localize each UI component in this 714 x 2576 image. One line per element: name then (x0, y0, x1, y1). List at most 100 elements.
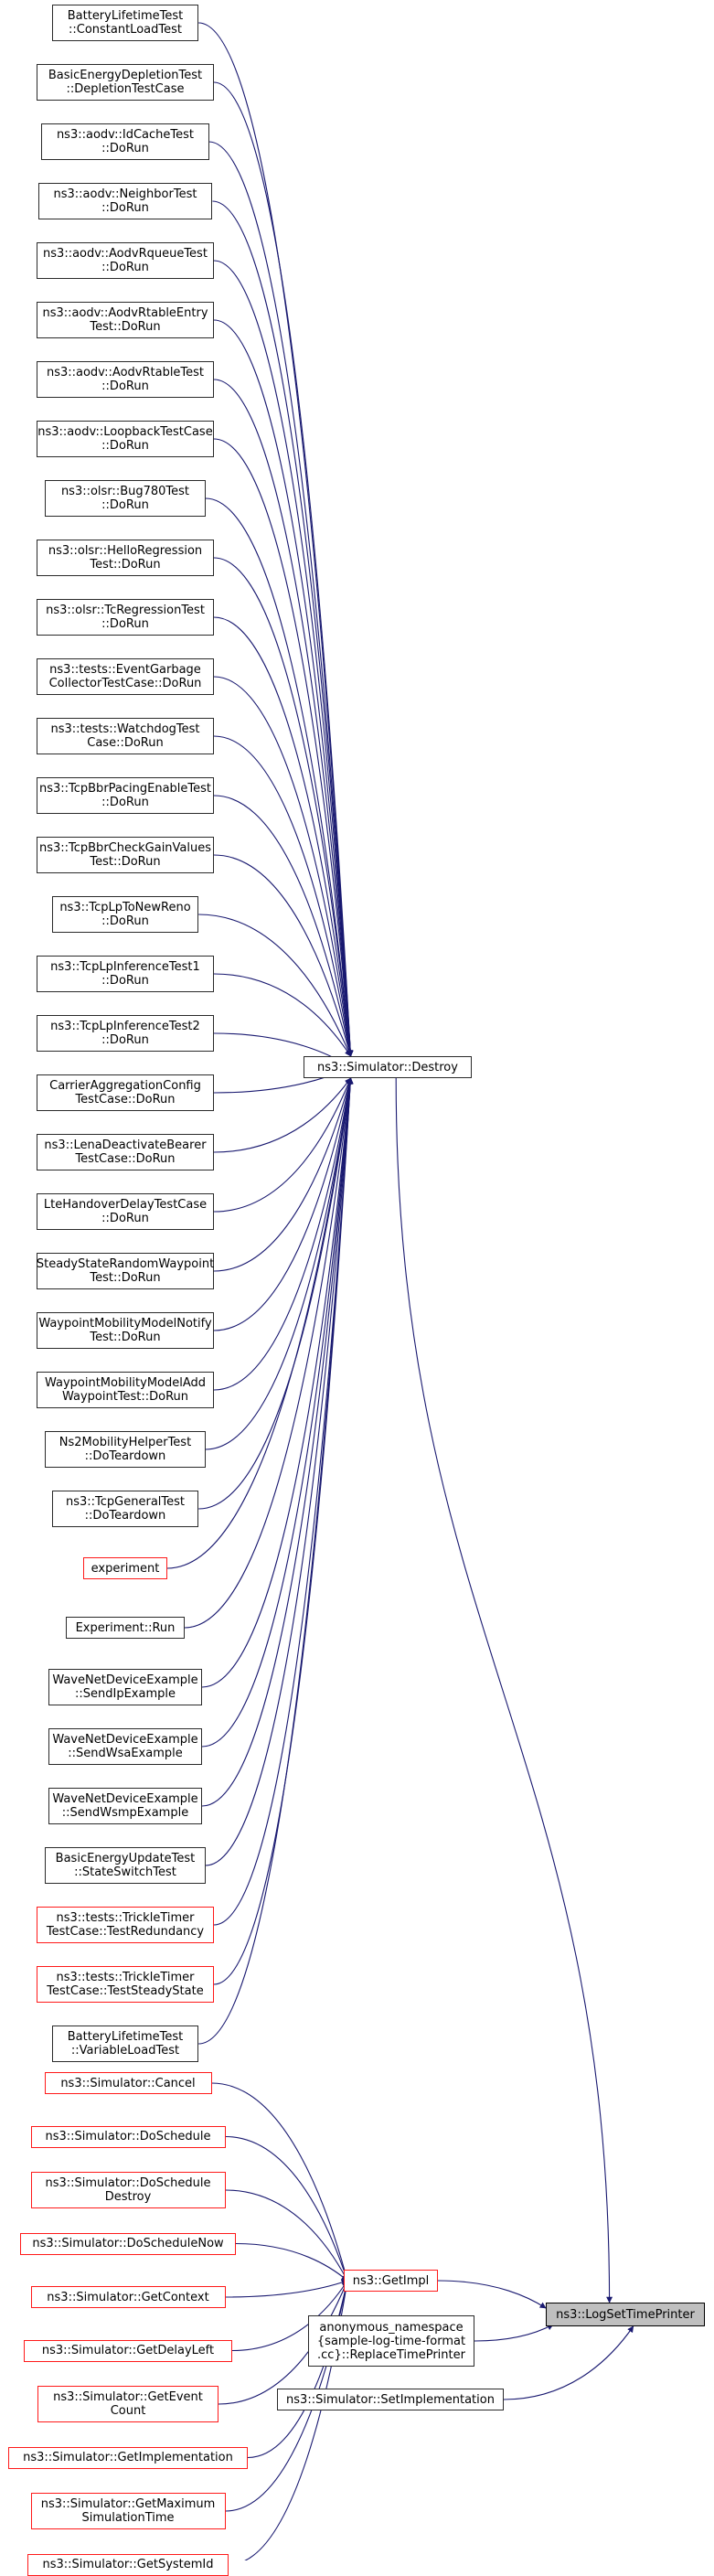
graph-node-basicenergydepletiontest-depletiontestcase[interactable]: BasicEnergyDepletionTest::DepletionTestC… (37, 64, 214, 101)
graph-node-label: ::DoRun (101, 498, 149, 512)
graph-node-label: ::ConstantLoadTest (68, 23, 182, 37)
edge-to-simulator-destroy (198, 914, 352, 1057)
graph-node-batterylifetimetest-variableloadtest[interactable]: BatteryLifetimeTest::VariableLoadTest (51, 2026, 199, 2062)
graph-node-label: ::DepletionTestCase (66, 82, 185, 96)
graph-node-ns3-simulator-cancel[interactable]: ns3::Simulator::Cancel (44, 2072, 212, 2094)
graph-node-ns3-simulator-getimplementation[interactable]: ns3::Simulator::GetImplementation (8, 2446, 248, 2469)
graph-node-experiment[interactable]: experiment (83, 1557, 167, 1579)
graph-node-label: ns3::TcpLpToNewReno (59, 901, 191, 914)
graph-node-wavenetdeviceexample-sendipexample[interactable]: WaveNetDeviceExample::SendIpExample (48, 1669, 202, 1705)
graph-node-label: WaypointMobilityModelNotify (38, 1317, 212, 1331)
graph-node-ns3-tcplpinferencetest1-dorun[interactable]: ns3::TcpLpInferenceTest1::DoRun (37, 956, 214, 992)
graph-node-label: ns3::Simulator::DoSchedule (45, 2130, 211, 2143)
edge-to-simulator-destroy (213, 319, 354, 1057)
graph-node-label: ::StateSwitchTest (74, 1865, 176, 1879)
graph-node-ns3-tcpgeneraltest-doteardown[interactable]: ns3::TcpGeneralTest::DoTeardown (51, 1491, 199, 1527)
graph-node-label: WaveNetDeviceExample (52, 1673, 198, 1687)
graph-node-anonymous-namespace-sample-log-time-format-cc-replacetimeprinter[interactable]: anonymous_namespace{sample-log-time-form… (308, 2315, 474, 2367)
graph-node-label: CarrierAggregationConfig (49, 1079, 201, 1093)
graph-node-label: ns3::aodv::AodvRqueueTest (43, 247, 208, 261)
graph-node-label: ns3::Simulator::DoSchedule (45, 2176, 211, 2190)
graph-node-ns3-tcplpinferencetest2-dorun[interactable]: ns3::TcpLpInferenceTest2::DoRun (37, 1015, 214, 1052)
edge-to-simulator-destroy (213, 854, 353, 1057)
graph-node-ns2mobilityhelpertest-doteardown[interactable]: Ns2MobilityHelperTest::DoTeardown (45, 1431, 206, 1468)
edge-to-simulator-destroy (198, 1077, 354, 2045)
graph-node-label: TestCase::DoRun (75, 1093, 176, 1106)
graph-node-label: ns3::Simulator::GetSystemId (42, 2558, 214, 2571)
graph-node-label: ::DoRun (101, 914, 149, 928)
graph-node-ns3-tcpbbrpacingenabletest-dorun[interactable]: ns3::TcpBbrPacingEnableTest::DoRun (37, 777, 214, 814)
graph-node-ns3-simulator-doschedule[interactable]: ns3::Simulator::DoSchedule (30, 2125, 226, 2148)
graph-node-label: ::SendIpExample (75, 1687, 176, 1701)
graph-node-ns3-olsr-tcregressiontest-dorun[interactable]: ns3::olsr::TcRegressionTest::DoRun (37, 599, 214, 636)
edge-to-simulator-destroy (166, 1077, 354, 1569)
edge-to-simulator-destroy (213, 676, 354, 1057)
graph-node-label: ::DoRun (101, 974, 149, 988)
graph-node-label: ns3::Simulator::GetImplementation (23, 2451, 233, 2464)
graph-node-ns3-tcplptonewreno-dorun[interactable]: ns3::TcpLpToNewReno::DoRun (51, 896, 199, 933)
graph-node-wavenetdeviceexample-sendwsmpexample[interactable]: WaveNetDeviceExample::SendWsmpExample (48, 1788, 202, 1824)
graph-node-ns3-getimpl[interactable]: ns3::GetImpl (344, 2270, 438, 2292)
edge-to-simulator-destroy (198, 1077, 354, 1510)
graph-node-ns3-aodv-aodvrtabletest-dorun[interactable]: ns3::aodv::AodvRtableTest::DoRun (37, 361, 214, 398)
graph-node-ns3-simulator-destroy[interactable]: ns3::Simulator::Destroy (304, 1056, 472, 1078)
graph-node-label: ns3::Simulator::GetDelayLeft (41, 2344, 215, 2357)
edge-to-simulator-destroy (213, 1077, 353, 1331)
graph-node-ns3-aodv-aodvrqueuetest-dorun[interactable]: ns3::aodv::AodvRqueueTest::DoRun (37, 242, 214, 279)
graph-node-ns3-simulator-getdelayleft[interactable]: ns3::Simulator::GetDelayLeft (24, 2339, 232, 2362)
graph-node-label: ns3::GetImpl (352, 2273, 430, 2288)
edge-to-simulator-destroy (213, 260, 354, 1057)
graph-node-label: Count (110, 2404, 146, 2418)
graph-node-label: Test::DoRun (90, 855, 161, 869)
graph-node-ns3-simulator-getcontext[interactable]: ns3::Simulator::GetContext (30, 2286, 226, 2308)
graph-node-wavenetdeviceexample-sendwsaexample[interactable]: WaveNetDeviceExample::SendWsaExample (48, 1728, 202, 1765)
edge-to-simulator-destroy (184, 1077, 354, 1629)
graph-node-label: WaveNetDeviceExample (52, 1733, 198, 1747)
graph-node-basicenergyupdatetest-stateswitchtest[interactable]: BasicEnergyUpdateTest::StateSwitchTest (45, 1847, 206, 1884)
graph-node-experiment-run[interactable]: Experiment::Run (66, 1617, 185, 1639)
graph-node-label: ::SendWsaExample (68, 1747, 183, 1760)
edge-to-simulator-destroy (213, 616, 354, 1057)
graph-node-label: ns3::Simulator::Destroy (317, 1060, 458, 1074)
edge-replacetimeprinter-to-target (474, 2324, 554, 2342)
graph-node-ns3-simulator-getsystemid[interactable]: ns3::Simulator::GetSystemId (27, 2553, 229, 2576)
graph-node-ns3-olsr-bug780test-dorun[interactable]: ns3::olsr::Bug780Test::DoRun (45, 480, 206, 517)
graph-node-label: Destroy (104, 2190, 152, 2204)
graph-node-label: ::DoRun (101, 379, 149, 393)
graph-node-label: BasicEnergyDepletionTest (48, 69, 203, 82)
graph-node-ltehandoverdelaytestcase-dorun[interactable]: LteHandoverDelayTestCase::DoRun (37, 1193, 214, 1230)
graph-node-label: ns3::olsr::HelloRegression (48, 544, 203, 558)
graph-node-label: ns3::Simulator::GetEvent (53, 2390, 203, 2404)
edge-to-getimpl (211, 2082, 349, 2282)
edge-to-simulator-destroy (201, 1077, 354, 1748)
edge-to-getimpl (225, 2189, 348, 2282)
graph-node-ns3-aodv-idcachetest-dorun[interactable]: ns3::aodv::IdCacheTest::DoRun (41, 123, 209, 160)
graph-node-ns3-simulator-doschedulenow[interactable]: ns3::Simulator::DoScheduleNow (20, 2232, 236, 2255)
graph-node-ns3-simulator-setimplementation[interactable]: ns3::Simulator::SetImplementation (277, 2389, 504, 2410)
edge-to-simulator-destroy (213, 438, 354, 1057)
edge-getimpl-to-target (437, 2280, 547, 2309)
graph-node-ns3-aodv-loopbacktestcase-dorun[interactable]: ns3::aodv::LoopbackTestCase::DoRun (37, 421, 214, 457)
edge-to-simulator-destroy (213, 1077, 353, 1391)
edge-to-simulator-destroy (201, 1077, 354, 1807)
graph-node-ns3-aodv-neighbortest-dorun[interactable]: ns3::aodv::NeighborTest::DoRun (37, 183, 213, 219)
graph-node-batterylifetimetest-constantloadtest[interactable]: BatteryLifetimeTest::ConstantLoadTest (51, 5, 199, 41)
edge-to-getimpl (235, 2242, 348, 2282)
